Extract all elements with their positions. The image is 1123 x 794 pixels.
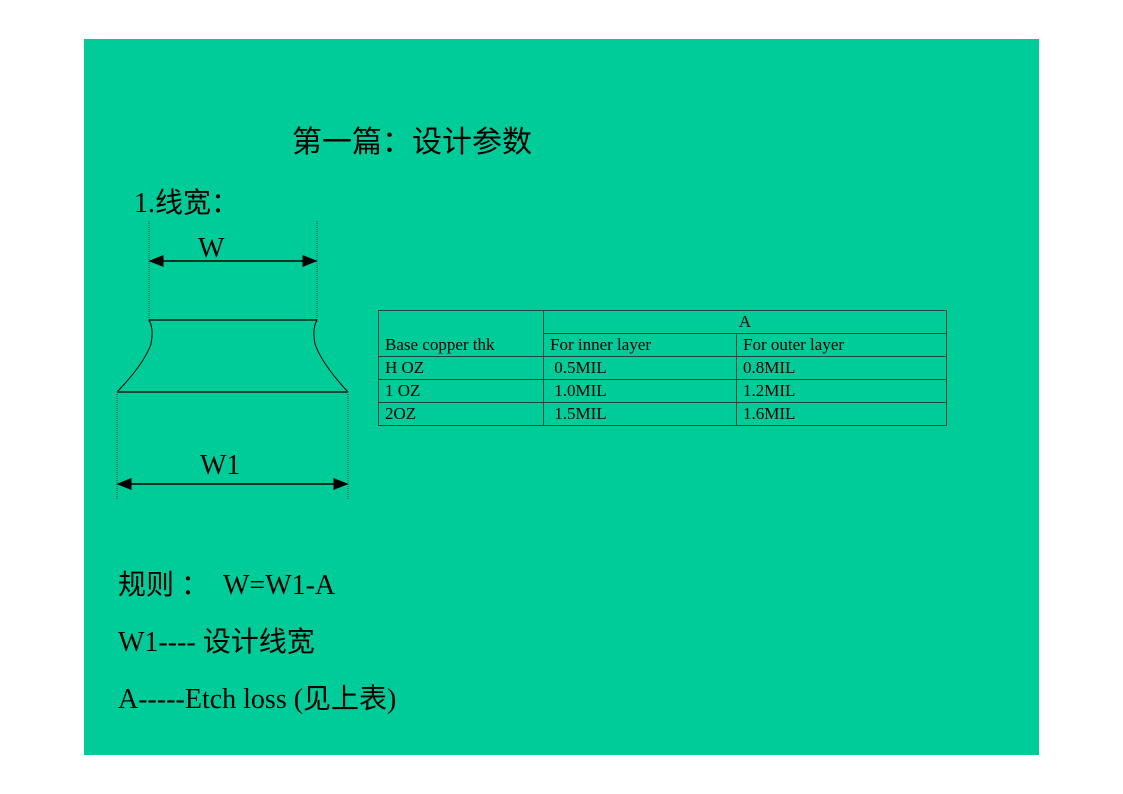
table-row: H OZ 0.5MIL 0.8MIL bbox=[378, 356, 947, 380]
header-base-copper: Base copper thk bbox=[378, 333, 544, 357]
table-row: 2OZ 1.5MIL 1.6MIL bbox=[378, 402, 947, 426]
table-header-row-group: A bbox=[378, 310, 947, 334]
w-label: W bbox=[198, 233, 225, 264]
slide-title: 第一篇：设计参数 bbox=[292, 126, 532, 159]
section-heading: 1.线宽： bbox=[134, 188, 240, 219]
header-blank-cell bbox=[378, 310, 544, 334]
slide: 第一篇：设计参数 1.线宽： W W1 A Base copper thk bbox=[84, 39, 1039, 755]
rule-w1-definition: W1---- 设计线宽 bbox=[118, 627, 315, 658]
trace-left-flank bbox=[116, 319, 153, 393]
cell-inner: 0.5MIL bbox=[543, 356, 737, 380]
etch-loss-table: A Base copper thk For inner layer For ou… bbox=[378, 310, 947, 426]
header-outer-layer: For outer layer bbox=[736, 333, 947, 357]
table-row: 1 OZ 1.0MIL 1.2MIL bbox=[378, 379, 947, 403]
cell-inner: 1.0MIL bbox=[543, 379, 737, 403]
header-inner-layer: For inner layer bbox=[543, 333, 737, 357]
header-group-a: A bbox=[543, 310, 947, 334]
cell-thickness: 2OZ bbox=[378, 402, 544, 426]
cell-outer: 1.2MIL bbox=[736, 379, 947, 403]
trace-right-flank bbox=[313, 319, 349, 393]
cell-thickness: 1 OZ bbox=[378, 379, 544, 403]
cell-outer: 0.8MIL bbox=[736, 356, 947, 380]
cell-inner: 1.5MIL bbox=[543, 402, 737, 426]
line-width-diagram: W W1 bbox=[116, 221, 349, 499]
cell-outer: 1.6MIL bbox=[736, 402, 947, 426]
cell-thickness: H OZ bbox=[378, 356, 544, 380]
w1-label: W1 bbox=[200, 450, 240, 481]
rule-formula: 规则 ： W=W1-A bbox=[118, 570, 336, 601]
table-header-row: Base copper thk For inner layer For oute… bbox=[378, 333, 947, 357]
rule-a-definition: A-----Etch loss (见上表) bbox=[118, 684, 397, 715]
